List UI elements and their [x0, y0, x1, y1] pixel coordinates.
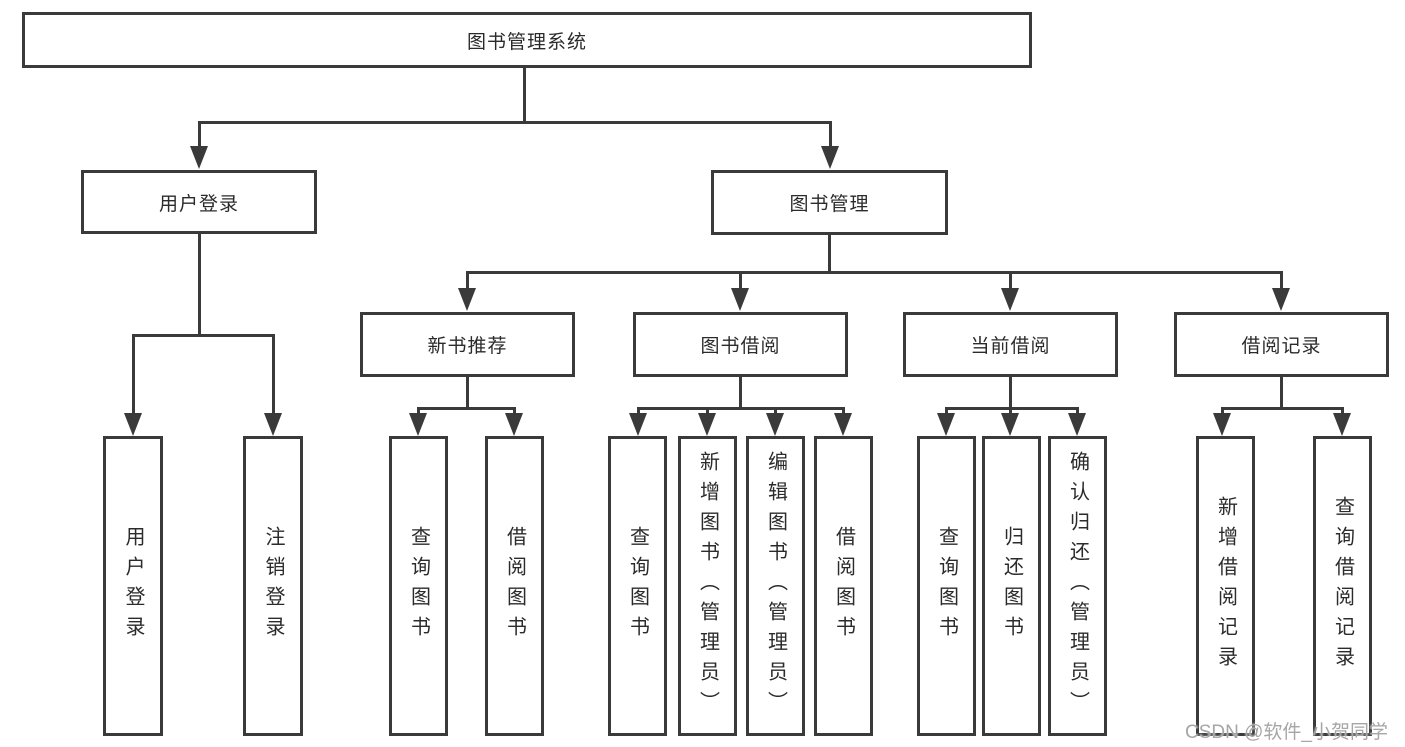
arrow-down-icon [264, 413, 282, 436]
arrow-down-icon [124, 413, 142, 436]
connector-line [1009, 376, 1012, 410]
connector-line [842, 407, 845, 417]
node-user-login: 用户登录 [81, 170, 317, 234]
leaf-recommend-query-books: 查询图书 [389, 436, 448, 736]
connector-line [513, 407, 516, 417]
leaf-borrow-borrow-books: 借阅图书 [814, 436, 873, 736]
arrow-down-icon [458, 288, 476, 311]
node-label: 查询借阅记录 [1331, 496, 1354, 676]
leaf-recommend-borrow-books: 借阅图书 [485, 436, 544, 736]
node-label: 借阅图书 [503, 526, 526, 646]
arrow-down-icon [1068, 413, 1086, 436]
node-label: 当前借阅 [970, 336, 1051, 357]
node-label: 图书管理系统 [466, 31, 587, 53]
leaf-records-add-record: 新增借阅记录 [1196, 436, 1255, 736]
node-label: 查询图书 [626, 526, 649, 646]
node-label: 注销登录 [262, 526, 284, 646]
node-label: 借阅记录 [1241, 336, 1322, 357]
connector-line [1009, 271, 1012, 291]
connector-line [132, 334, 135, 414]
connector-line [198, 233, 201, 337]
connector-line [417, 407, 420, 417]
arrow-down-icon [834, 413, 852, 436]
connector-line [1280, 271, 1283, 291]
connector-line [637, 407, 640, 417]
node-label: 图书管理 [789, 194, 870, 215]
arrow-down-icon [190, 146, 208, 169]
connector-line [1280, 376, 1283, 410]
arrow-down-icon [731, 288, 749, 311]
leaf-borrow-edit-books-admin: 编辑图书（管理员） [746, 436, 805, 736]
connector-line [523, 67, 526, 123]
connector-line [1221, 407, 1224, 417]
node-label: 用户登录 [122, 526, 144, 646]
leaf-borrow-add-books-admin: 新增图书（管理员） [678, 436, 737, 736]
connector-line [1341, 407, 1344, 417]
connector-line [132, 334, 275, 337]
node-label: 新增借阅记录 [1214, 496, 1237, 676]
node-book-management: 图书管理 [711, 170, 948, 235]
arrow-down-icon [629, 413, 647, 436]
node-library-system: 图书管理系统 [22, 12, 1032, 68]
connector-line [1221, 407, 1344, 410]
node-book-borrow: 图书借阅 [633, 312, 848, 377]
connector-line [1076, 407, 1079, 417]
connector-line [466, 271, 1283, 274]
leaf-logout: 注销登录 [243, 436, 303, 736]
connector-line [739, 271, 742, 291]
connector-line [829, 121, 832, 151]
node-label: 归还图书 [1000, 526, 1023, 646]
arrow-down-icon [1333, 413, 1351, 436]
node-label: 借阅图书 [832, 526, 855, 646]
connector-line [637, 407, 844, 410]
arrow-down-icon [1001, 413, 1019, 436]
arrow-down-icon [766, 413, 784, 436]
node-label: 查询图书 [407, 526, 430, 646]
arrow-down-icon [937, 413, 955, 436]
arrow-down-icon [505, 413, 523, 436]
leaf-borrow-query-books: 查询图书 [608, 436, 667, 736]
node-borrow-records: 借阅记录 [1174, 312, 1389, 377]
node-label: 新增图书（管理员） [696, 451, 719, 721]
connector-line [828, 234, 831, 274]
connector-line [1009, 407, 1012, 417]
leaf-current-confirm-return-admin: 确认归还（管理员） [1048, 436, 1107, 736]
node-new-book-recommend: 新书推荐 [360, 312, 575, 377]
arrow-down-icon [1272, 288, 1290, 311]
node-label: 图书借阅 [700, 336, 781, 357]
node-current-borrow: 当前借阅 [903, 312, 1118, 377]
connector-line [466, 376, 469, 410]
csdn-watermark: CSDN @软件_小贺同学 [1185, 722, 1388, 743]
arrow-down-icon [1001, 288, 1019, 311]
connector-line [272, 334, 275, 414]
arrow-down-icon [821, 146, 839, 169]
connector-line [739, 376, 742, 410]
node-label: 用户登录 [158, 193, 239, 215]
node-label: 编辑图书（管理员） [764, 451, 787, 721]
connector-line [417, 407, 515, 410]
arrow-down-icon [698, 413, 716, 436]
arrow-down-icon [1213, 413, 1231, 436]
connector-line [198, 121, 201, 151]
connector-line [945, 407, 1079, 410]
connector-line [945, 407, 948, 417]
connector-line [466, 271, 469, 291]
node-label: 新书推荐 [427, 336, 508, 357]
leaf-records-query-record: 查询借阅记录 [1313, 436, 1372, 736]
connector-line [198, 121, 832, 124]
connector-line [774, 407, 777, 417]
leaf-current-query-books: 查询图书 [917, 436, 976, 736]
leaf-user-login: 用户登录 [103, 436, 163, 736]
node-label: 确认归还（管理员） [1066, 451, 1089, 721]
leaf-current-return-books: 归还图书 [982, 436, 1041, 736]
connector-line [706, 407, 709, 417]
arrow-down-icon [409, 413, 427, 436]
node-label: 查询图书 [935, 526, 958, 646]
